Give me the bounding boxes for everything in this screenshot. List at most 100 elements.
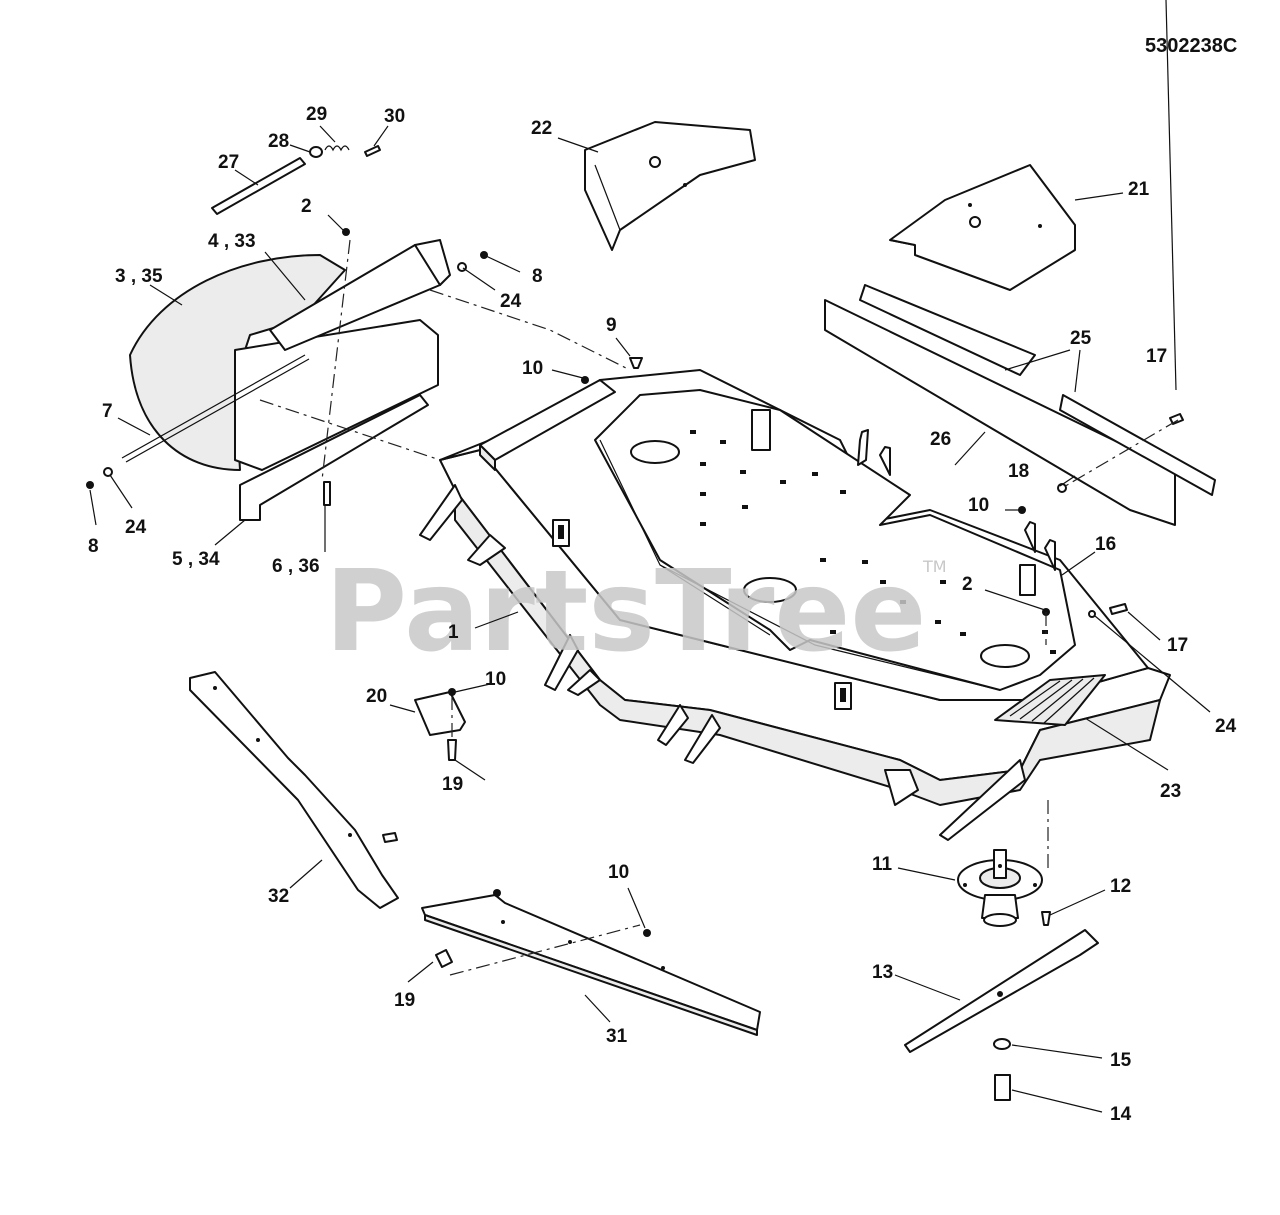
washer-28 bbox=[309, 146, 323, 158]
callout-20: 20 bbox=[366, 686, 387, 707]
watermark-tm: TM bbox=[922, 557, 947, 576]
callout-19b: 19 bbox=[394, 990, 415, 1011]
callout-14: 14 bbox=[1110, 1104, 1132, 1125]
callout-8a: 8 bbox=[88, 536, 99, 557]
bolt-near-32 bbox=[382, 832, 398, 843]
nut-8-right bbox=[480, 251, 488, 259]
spindle-assembly bbox=[957, 849, 1043, 927]
bolt-19-upper bbox=[447, 739, 457, 761]
plate-fin-1 bbox=[857, 429, 869, 466]
mower-deck bbox=[419, 369, 1171, 841]
callout-12: 12 bbox=[1110, 876, 1131, 897]
baffle-22 bbox=[584, 121, 756, 251]
chute-lower-plate bbox=[239, 394, 429, 521]
bolt-6 bbox=[323, 481, 331, 506]
callout-3-35: 3 , 35 bbox=[115, 266, 163, 287]
upright-bracket-2 bbox=[1019, 564, 1036, 596]
spindle-hub bbox=[981, 894, 1019, 919]
plate-fin-2 bbox=[879, 446, 891, 476]
spindle-opening-left bbox=[630, 440, 680, 464]
callout-21: 21 bbox=[1128, 179, 1150, 200]
bolt-17-top bbox=[1169, 413, 1184, 425]
callout-15: 15 bbox=[1110, 1050, 1132, 1071]
skirt-bracket-1 bbox=[419, 484, 463, 541]
callout-13: 13 bbox=[872, 962, 893, 983]
chute-hinge-bracket bbox=[234, 319, 439, 471]
callout-9: 9 bbox=[606, 315, 617, 336]
skirt-bracket-4 bbox=[567, 669, 601, 696]
callout-23: 23 bbox=[1160, 781, 1181, 802]
deck-plate-holes bbox=[690, 430, 1056, 654]
callout-5-34: 5 , 34 bbox=[172, 549, 220, 570]
callout-31: 31 bbox=[606, 1026, 628, 1047]
skirt-bracket-6 bbox=[684, 714, 721, 764]
washer-24-left bbox=[103, 467, 113, 477]
roller-19 bbox=[435, 949, 453, 968]
callout-6-36: 6 , 36 bbox=[272, 556, 320, 577]
nut-2-top bbox=[342, 228, 350, 236]
deck-front-wall bbox=[454, 489, 1161, 806]
callout-28: 28 bbox=[268, 131, 289, 152]
deck-plate-edge-2 bbox=[659, 564, 1001, 691]
callout-11: 11 bbox=[872, 854, 893, 875]
blade-13 bbox=[904, 929, 1099, 1053]
callout-17a: 17 bbox=[1146, 346, 1167, 367]
plate-fin-4 bbox=[1044, 539, 1056, 571]
callout-29: 29 bbox=[306, 104, 327, 125]
callout-16: 16 bbox=[1095, 534, 1116, 555]
callout-26: 26 bbox=[930, 429, 951, 450]
skirt-bracket-7 bbox=[884, 769, 919, 806]
spindle-opening-right bbox=[980, 644, 1030, 668]
callout-30: 30 bbox=[384, 106, 405, 127]
bolt-12 bbox=[1041, 911, 1051, 926]
chute-rod bbox=[121, 354, 306, 459]
callout-19a: 19 bbox=[442, 774, 463, 795]
foot-pad-ribs bbox=[1009, 677, 1095, 724]
nut-10-bottom bbox=[643, 929, 651, 937]
strip-25-lower bbox=[1059, 394, 1216, 496]
pin-30 bbox=[364, 145, 381, 157]
callout-24a: 24 bbox=[500, 291, 522, 312]
skirt-bracket-5 bbox=[657, 704, 689, 746]
callout-10c: 10 bbox=[485, 669, 506, 690]
washer-15 bbox=[993, 1038, 1011, 1050]
bolt-17-right bbox=[1109, 603, 1128, 615]
nut-rail bbox=[493, 889, 501, 897]
callout-24b: 24 bbox=[125, 517, 147, 538]
bracket-20 bbox=[414, 691, 466, 736]
callout-1: 1 bbox=[448, 622, 459, 643]
bolt-9 bbox=[629, 357, 643, 369]
callout-7: 7 bbox=[102, 401, 113, 422]
skirt-bracket-2 bbox=[467, 534, 506, 566]
leader-lines bbox=[89, 0, 1211, 1113]
rail-31 bbox=[421, 894, 761, 1031]
washer-24-right-deck bbox=[1088, 610, 1096, 618]
callout-25: 25 bbox=[1070, 328, 1092, 349]
chute-arm-end bbox=[414, 239, 451, 286]
callout-4-33: 4 , 33 bbox=[208, 231, 256, 252]
callout-labels: 1 2 2 3 , 35 4 , 33 5 , 34 6 , 36 7 8 8 … bbox=[88, 104, 1237, 1125]
callout-10a: 10 bbox=[522, 358, 543, 379]
plate-fin-3 bbox=[1024, 521, 1036, 553]
watermark: PartsTree bbox=[325, 547, 926, 677]
callout-10b: 10 bbox=[968, 495, 989, 516]
callout-22: 22 bbox=[531, 118, 552, 139]
callout-10d: 10 bbox=[608, 862, 629, 883]
callout-32: 32 bbox=[268, 886, 289, 907]
skirt-bracket-8 bbox=[939, 759, 1026, 841]
callout-2b: 2 bbox=[962, 574, 973, 595]
callout-27: 27 bbox=[218, 152, 239, 173]
callout-2a: 2 bbox=[301, 196, 312, 217]
callout-17b: 17 bbox=[1167, 635, 1188, 656]
nut-8-left bbox=[86, 481, 94, 489]
skirt-bracket-3 bbox=[544, 634, 579, 691]
document-number: 5302238C bbox=[1145, 35, 1237, 57]
spring-29 bbox=[324, 145, 350, 152]
pin-27 bbox=[211, 157, 306, 215]
foot-pad bbox=[994, 674, 1106, 726]
bolt-14 bbox=[994, 1074, 1011, 1101]
spindle-opening-center bbox=[743, 577, 797, 603]
callout-18: 18 bbox=[1008, 461, 1029, 482]
